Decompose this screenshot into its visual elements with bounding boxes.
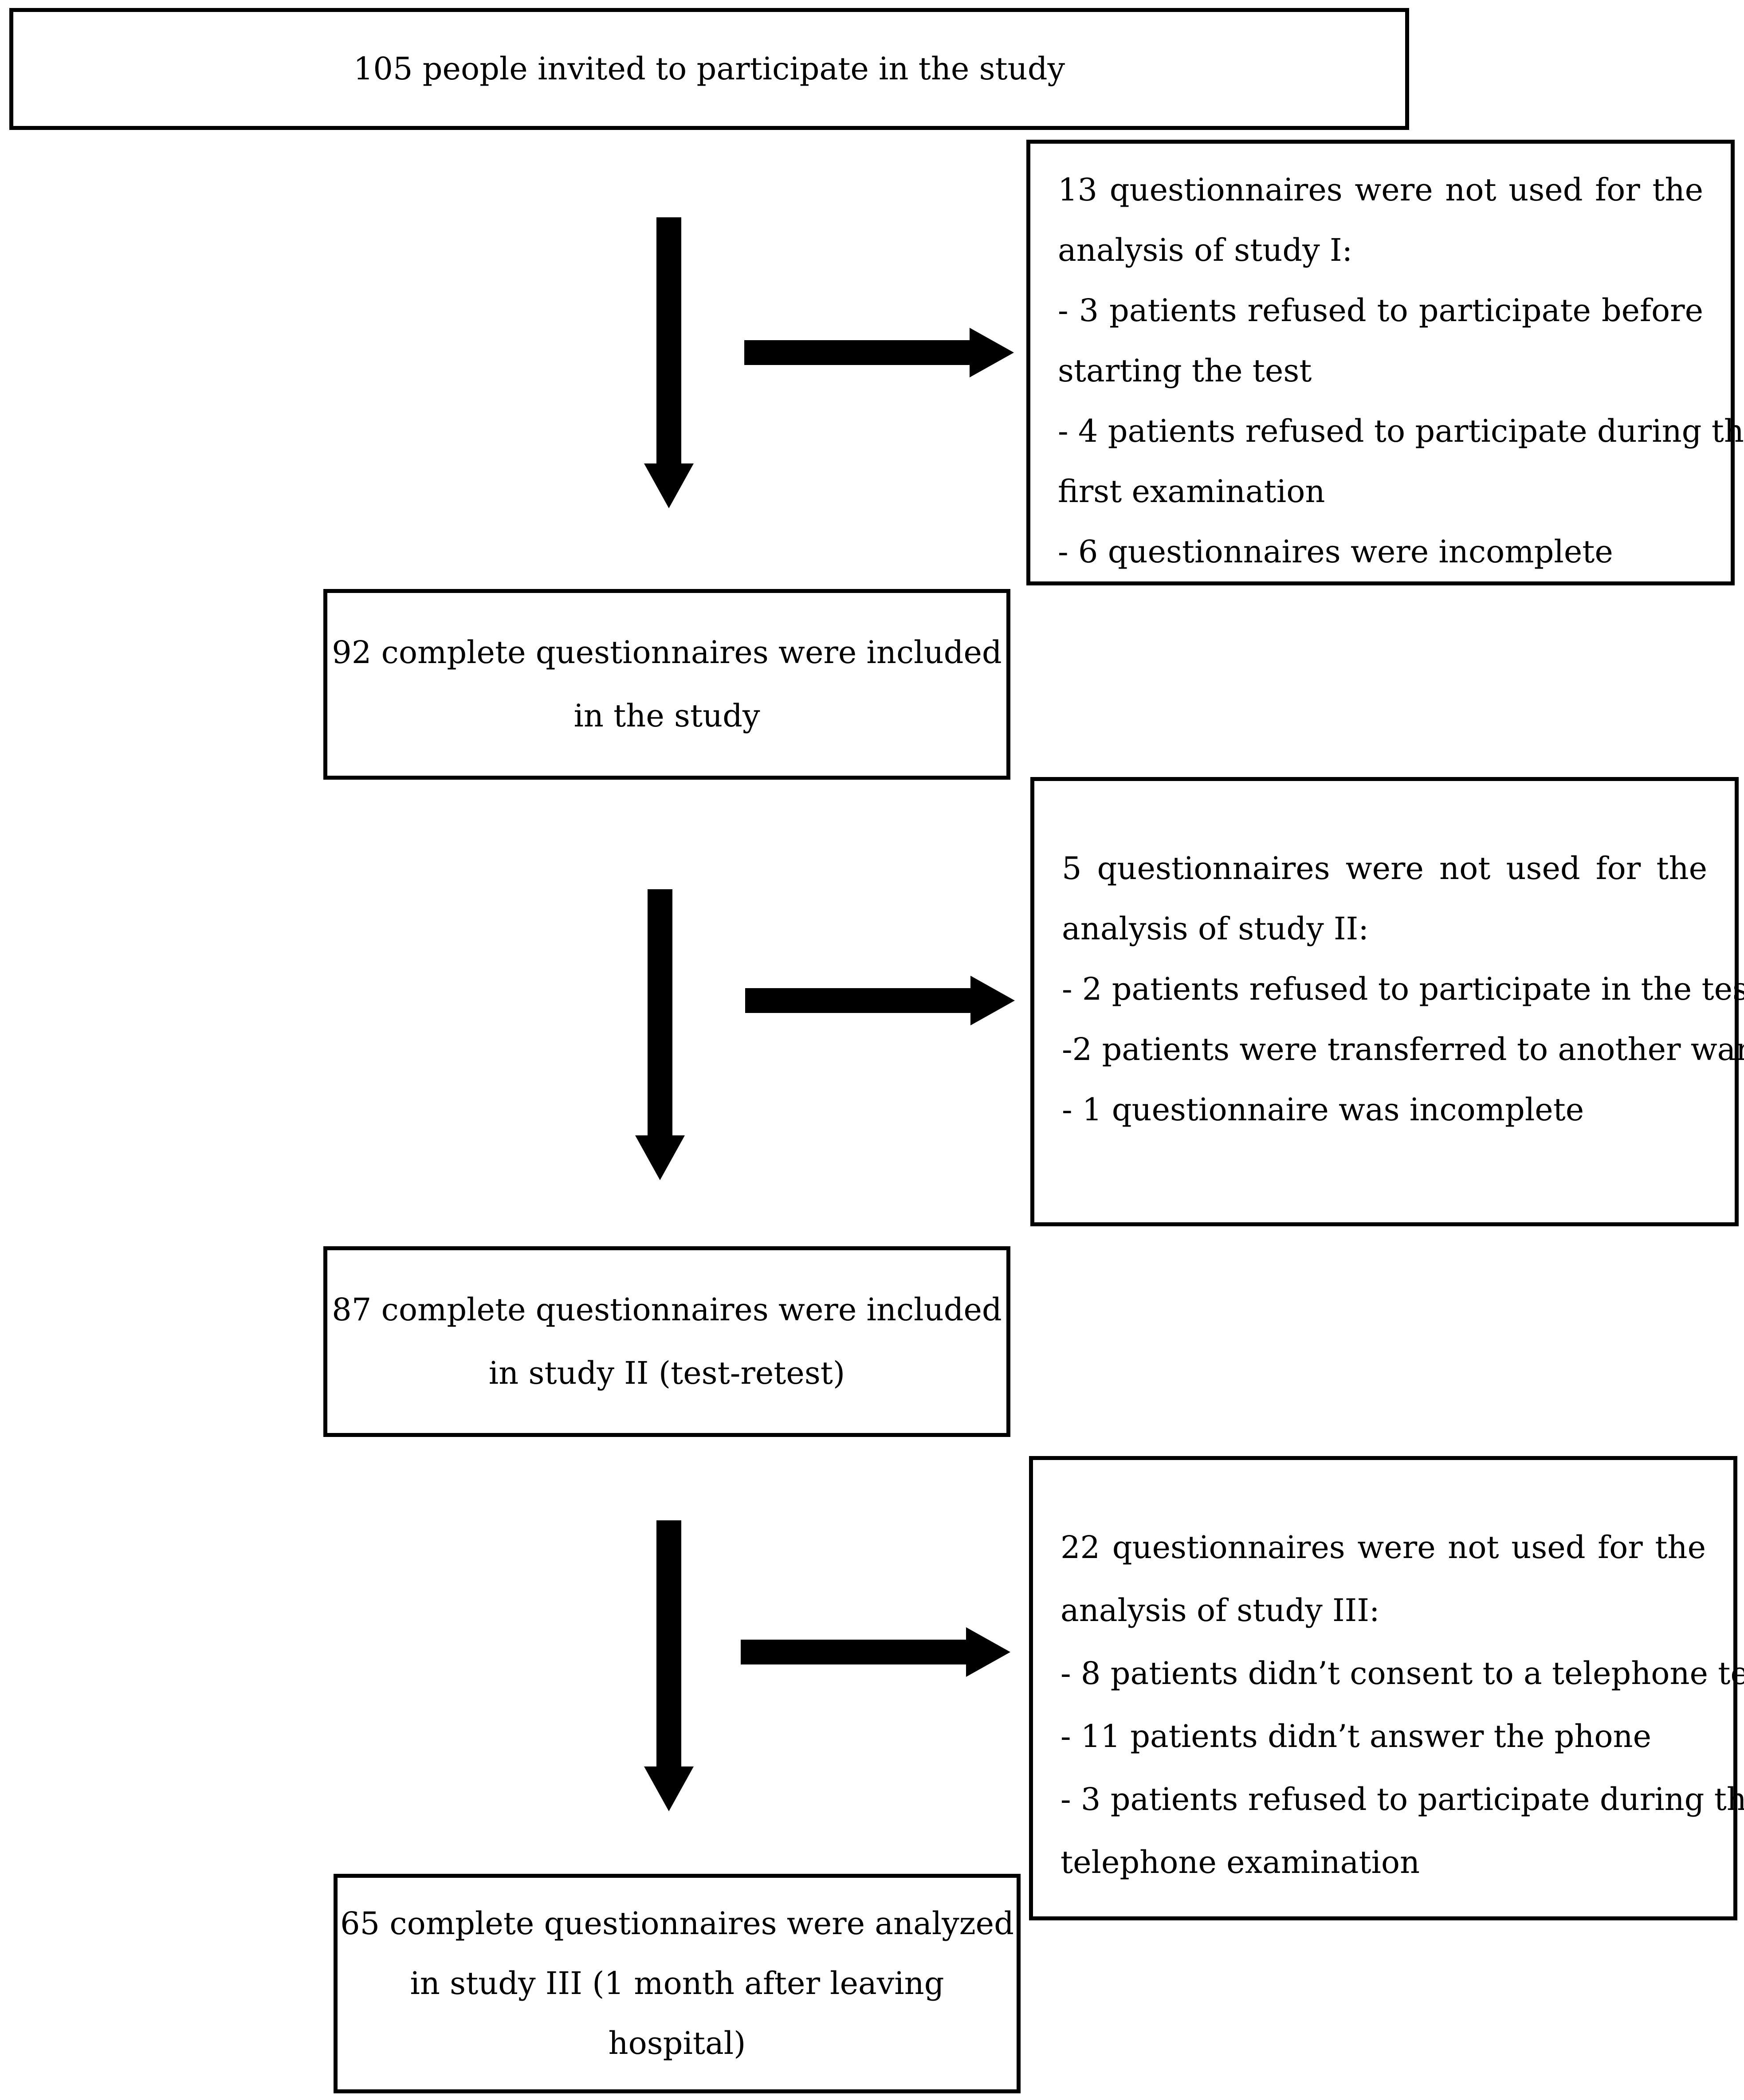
included-box-study-1: 92 complete questionnaires were included…	[323, 589, 1010, 780]
exclusion-2-line-5: - 1 questionnaire was incomplete	[1062, 1091, 1584, 1128]
exclusion-3-line-1: 22 questionnaires were not used for the	[1061, 1529, 1706, 1566]
included-1-line-2: in the study	[573, 698, 760, 734]
invited-box: 105 people invited to participate in the…	[9, 8, 1409, 130]
exclusion-1-line-1: 13 questionnaires were not used for the	[1058, 172, 1703, 208]
right-arrow-3	[741, 1627, 1010, 1677]
exclusion-box-study-2: 5 questionnaires were not used for the a…	[1030, 777, 1744, 1226]
exclusion-3-line-4: - 11 patients didn’t answer the phone	[1061, 1718, 1652, 1755]
exclusion-3-line-5: - 3 patients refused to participate duri…	[1061, 1781, 1744, 1817]
exclusion-3-line-2: analysis of study III:	[1061, 1592, 1380, 1629]
included-3-line-3: hospital)	[608, 2025, 746, 2061]
exclusion-3-line-6: telephone examination	[1061, 1844, 1420, 1880]
included-1-line-1: 92 complete questionnaires were included	[332, 634, 1002, 671]
exclusion-1-line-3: - 3 patients refused to participate befo…	[1058, 292, 1703, 329]
exclusion-2-line-1: 5 questionnaires were not used for the	[1062, 850, 1707, 887]
exclusion-2-line-4: -2 patients were transferred to another …	[1062, 1031, 1744, 1068]
exclusion-3-line-3: - 8 patients didn’t consent to a telepho…	[1061, 1655, 1744, 1692]
exclusion-1-line-5: - 4 patients refused to participate duri…	[1058, 413, 1744, 449]
exclusion-1-line-7: - 6 questionnaires were incomplete	[1058, 534, 1613, 570]
down-arrow-2	[635, 889, 685, 1180]
right-arrow-2	[745, 976, 1015, 1025]
exclusion-2-line-2: analysis of study II:	[1062, 911, 1369, 947]
included-2-line-2: in study II (test-retest)	[488, 1355, 845, 1391]
included-box-study-3: 65 complete questionnaires were analyzed…	[334, 1874, 1021, 2093]
down-arrow-1	[644, 217, 694, 508]
exclusion-1-line-4: starting the test	[1058, 353, 1312, 389]
included-3-line-1: 65 complete questionnaires were analyzed	[340, 1905, 1014, 1942]
exclusion-box-study-3: 22 questionnaires were not used for the …	[1029, 1456, 1744, 1920]
invited-text: 105 people invited to participate in the…	[353, 51, 1065, 87]
exclusion-1-line-2: analysis of study I:	[1058, 232, 1353, 268]
down-arrow-3	[644, 1520, 694, 1811]
included-3-line-2: in study III (1 month after leaving	[410, 1965, 944, 2002]
included-box-study-2: 87 complete questionnaires were included…	[323, 1246, 1010, 1437]
included-2-line-1: 87 complete questionnaires were included	[332, 1291, 1002, 1328]
exclusion-1-line-6: first examination	[1058, 473, 1325, 510]
right-arrow-1	[744, 328, 1014, 377]
exclusion-box-study-1: 13 questionnaires were not used for the …	[1026, 140, 1744, 585]
exclusion-2-line-3: - 2 patients refused to participate in t…	[1062, 971, 1744, 1007]
